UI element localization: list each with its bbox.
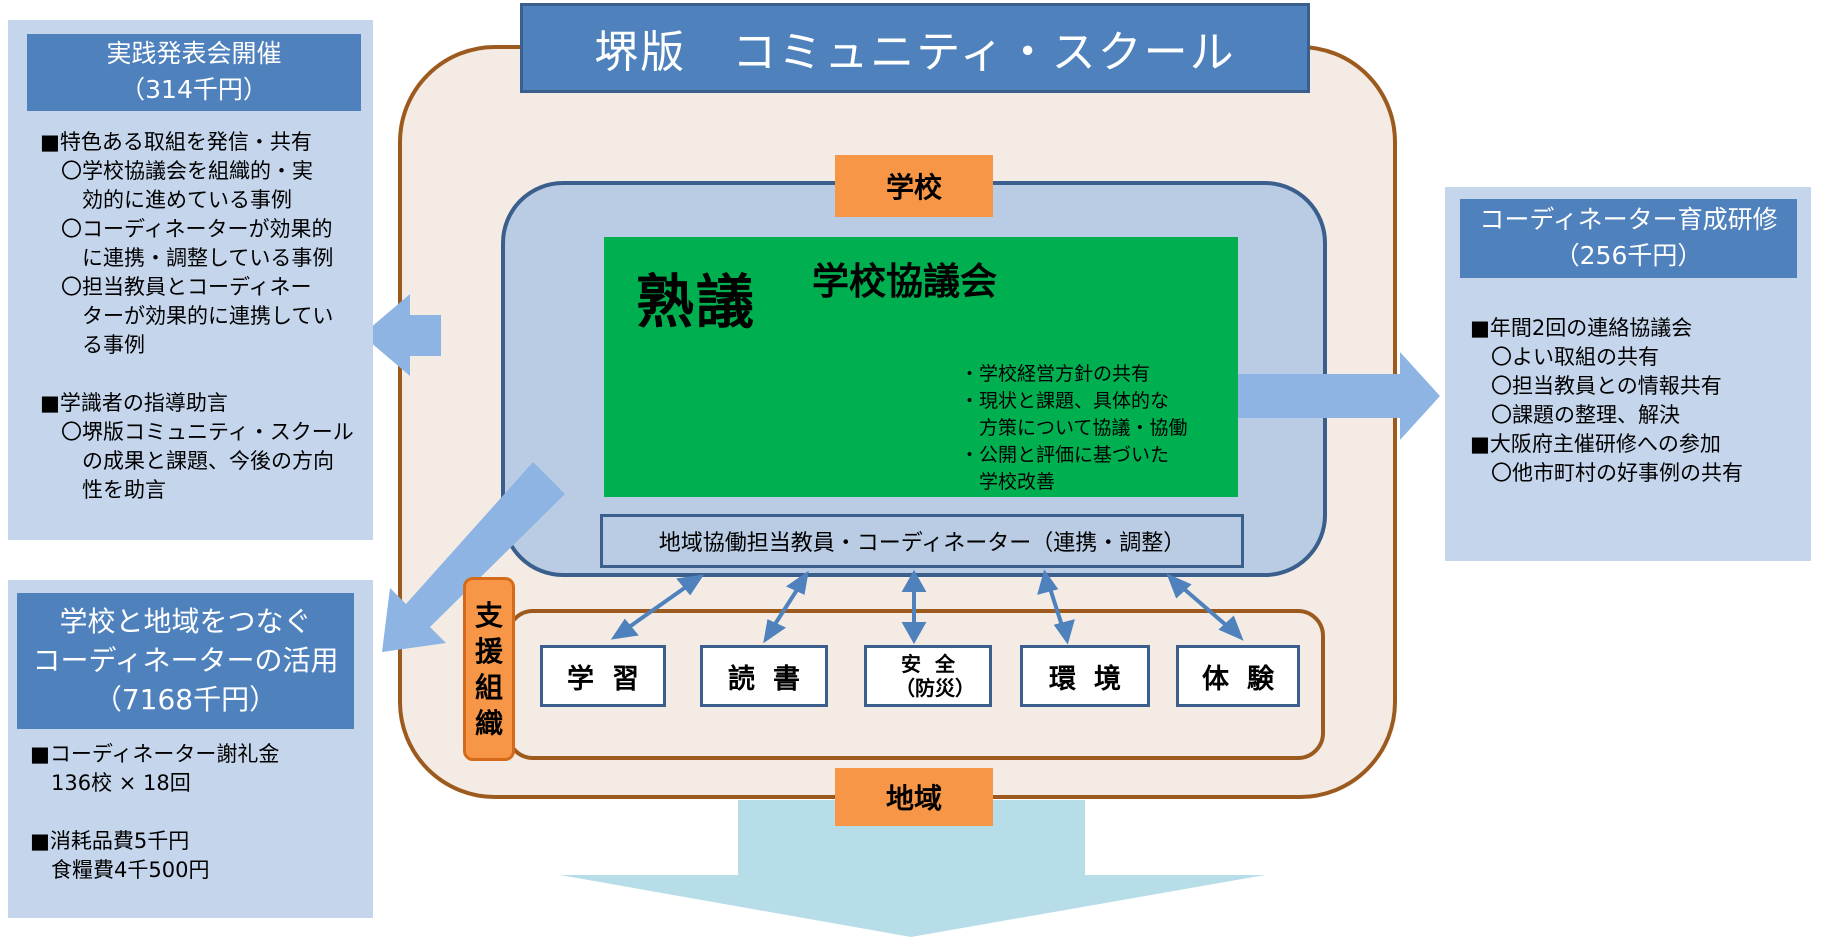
activity-safety-main: 安全 [901,652,969,676]
practice-presentation-header: 実践発表会開催 （314千円） [27,34,361,111]
activity-reading: 読書 [700,645,828,707]
deliberation-heading: 熟議 [636,268,757,336]
left-arrow [362,294,441,376]
school-label: 学校 [835,155,993,217]
school-council-points: ・学校経営方針の共有 ・現状と課題、具体的な 方策について協議・協働 ・公開と評… [960,363,1188,493]
support-organization-label: 支 援 組 織 [463,577,515,761]
header-line: コーディネーター育成研修 [1479,205,1778,234]
practice-presentation-body: ■特色ある取組を発信・共有 〇学校協議会を組織的・実 効的に進めている事例 〇コ… [40,130,354,502]
support-organization-text: 支 援 組 織 [474,599,503,740]
header-line: コーディネーターの活用 [32,644,339,677]
diagonal-arrow [382,462,565,652]
coordinator-use-header: 学校と地域をつなぐ コーディネーターの活用 （7168千円） [17,593,354,729]
school-council-title: 学校協議会 [812,260,997,303]
school-council-board [604,237,1238,497]
coordinator-use-body: ■コーディネーター謝礼金 136校 × 18回 ■消耗品費5千円 食糧費4千50… [30,742,280,882]
header-line: （256千円） [1554,241,1703,270]
activity-learning: 学習 [540,645,666,707]
coordinator-bar: 地域協働担当教員・コーディネーター（連携・調整） [600,514,1244,568]
header-line: （7168千円） [93,683,278,716]
community-label: 地域 [835,768,993,826]
right-arrow [1231,352,1440,440]
coordinator-training-body: ■年間2回の連絡協議会 〇よい取組の共有 〇担当教員との情報共有 〇課題の整理、… [1470,316,1743,485]
main-title: 堺版 コミュニティ・スクール [520,3,1310,93]
down-arrow [560,800,1265,937]
activity-environment: 環境 [1020,645,1150,707]
activity-experience: 体験 [1176,645,1300,707]
coordinator-training-header: コーディネーター育成研修 （256千円） [1460,199,1797,278]
header-line: 実践発表会開催 [106,39,282,68]
activity-safety: 安全 （防災） [864,645,992,707]
activity-safety-sub: （防災） [895,676,975,700]
header-line: （314千円） [120,75,268,104]
header-line: 学校と地域をつなぐ [59,605,312,638]
connector-arrows [610,569,1244,645]
